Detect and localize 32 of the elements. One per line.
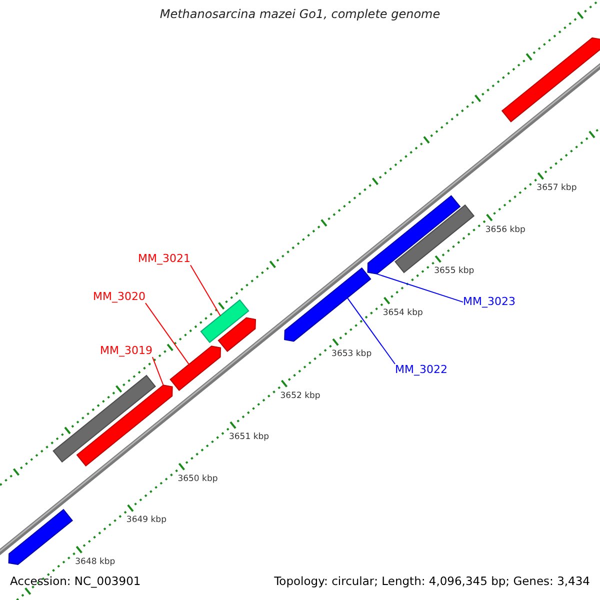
scale-label: 3656 kbp: [485, 226, 526, 235]
gene-bar: [284, 267, 372, 342]
gene-bar: [367, 195, 461, 274]
gene-bar: [76, 384, 173, 466]
gene-bar: [218, 317, 256, 352]
gene-label: MM_3020: [93, 291, 146, 304]
scale-label: 3655 kbp: [434, 267, 474, 276]
leader-line: [152, 356, 164, 386]
gene-bar: [200, 299, 250, 344]
leader-line: [376, 273, 464, 303]
gene-label: MM_3019: [100, 345, 152, 358]
gene-bar: [394, 204, 475, 274]
scale-label: 3653 kbp: [332, 350, 372, 360]
gene-bar: [52, 374, 156, 463]
scale-label: 3650 kbp: [178, 474, 218, 484]
gene-bar: [8, 508, 73, 566]
gene-bar: [501, 37, 600, 122]
chart-title: Methanosarcina mazei Go1, complete genome: [158, 8, 442, 22]
gene-label: MM_3022: [395, 364, 448, 376]
leader-line: [190, 264, 221, 316]
scale-label: 3651 kbp: [228, 433, 270, 442]
leader-line: [144, 302, 190, 365]
scale-label: 3657 kbp: [536, 184, 577, 194]
scale-label: 3654 kbp: [382, 308, 423, 318]
genome-info-text: Topology: circular; Length: 4,096,345 bp; Genes: 3,434: [274, 575, 590, 588]
leader-line: [346, 297, 396, 364]
gene-label: MM_3023: [463, 296, 516, 308]
gene-label: MM_3021: [138, 253, 190, 266]
accession-text: Accession: NC_003901: [10, 575, 141, 588]
scale-label: 3649 kbp: [126, 516, 166, 526]
scale-label: 3652 kbp: [280, 392, 320, 401]
gene-bar: [170, 346, 221, 391]
